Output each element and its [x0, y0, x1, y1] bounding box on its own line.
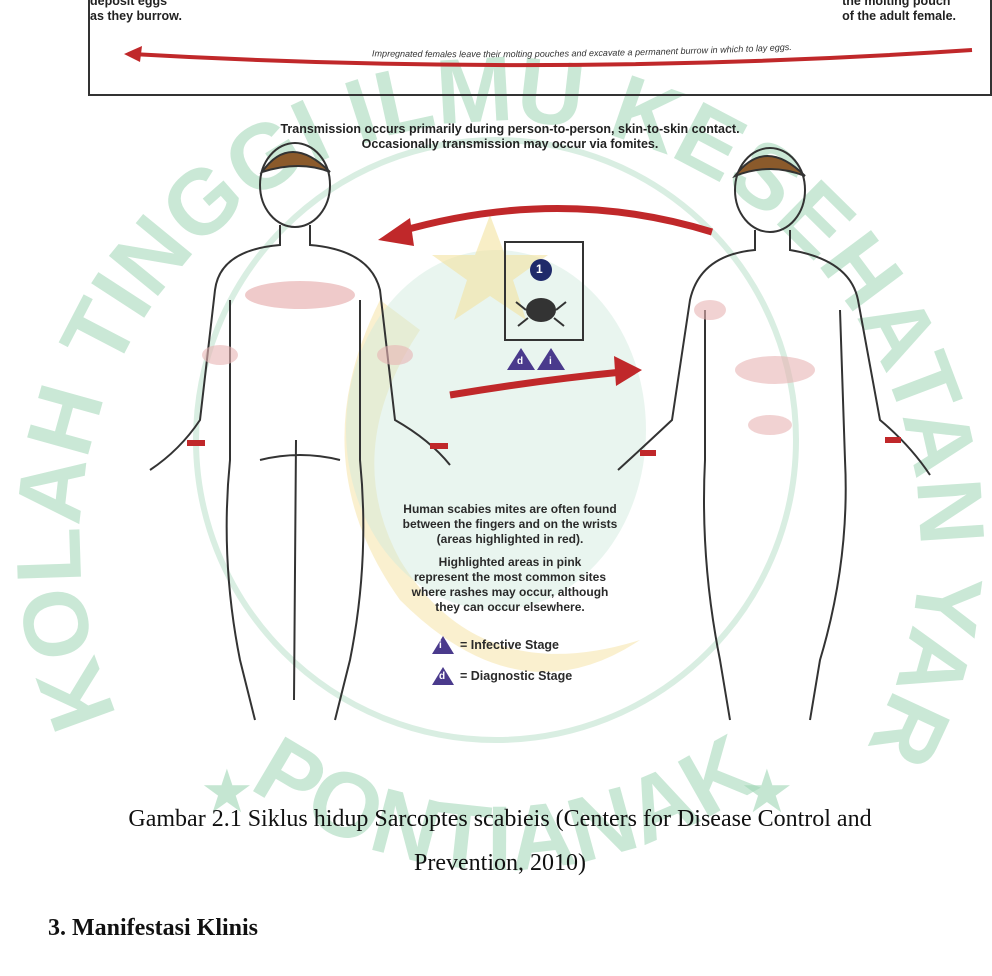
transmission-line2: Occasionally transmission may occur via … — [170, 137, 850, 152]
mite-icon — [516, 298, 566, 326]
rash-wrist-right-fig-right — [885, 437, 901, 443]
note-line: between the fingers and on the wrists — [360, 517, 660, 532]
arrow-transmission-left — [398, 209, 712, 233]
arrow-transmission-right — [450, 372, 622, 395]
note-line: they can occur elsewhere. — [360, 600, 660, 615]
legend-diagnostic-label: = Diagnostic Stage — [460, 669, 572, 683]
rash-left-elbow — [202, 345, 238, 365]
right-text-line2: of the adult female. — [842, 9, 956, 24]
note-line: Human scabies mites are often found — [360, 502, 660, 517]
note-line: (areas highlighted in red). — [360, 532, 660, 547]
arrow-head-top — [124, 46, 142, 62]
legend-diagnostic: d = Diagnostic Stage — [432, 667, 572, 685]
rash-right-groin — [748, 415, 792, 435]
arrow-head-left — [378, 218, 414, 246]
left-text-line1: deposit eggs — [90, 0, 182, 9]
infective-triangle-icon: i — [432, 636, 454, 654]
arrow-label-text: Impregnated females leave their molting … — [372, 42, 792, 59]
diagnostic-triangle-icon: d — [432, 667, 454, 685]
legend-infective: i = Infective Stage — [432, 636, 559, 654]
transmission-line1: Transmission occurs primarily during per… — [170, 122, 850, 137]
rash-wrist-left — [187, 440, 205, 446]
caption-line2: Prevention, 2010) — [60, 841, 940, 885]
pink-area-note: Highlighted areas in pink represent the … — [360, 555, 660, 615]
right-text-line1: the molting pouch — [842, 0, 956, 9]
stage-number: 1 — [536, 262, 543, 276]
note-line: Highlighted areas in pink — [360, 555, 660, 570]
caption-line1: Gambar 2.1 Siklus hidup Sarcoptes scabie… — [60, 797, 940, 841]
rash-wrist-right-fig-left — [640, 450, 656, 456]
rash-right-waist — [735, 356, 815, 384]
stage-diag-letter: d — [517, 356, 523, 367]
rash-right-armpit — [694, 300, 726, 320]
top-box-left-text: deposit eggs as they burrow. — [90, 0, 182, 24]
curved-arrow-top: Impregnated females leave their molting … — [102, 30, 982, 70]
legend-infective-label: = Infective Stage — [460, 638, 559, 652]
stage-inf-letter: i — [549, 356, 552, 367]
figure-caption: Gambar 2.1 Siklus hidup Sarcoptes scabie… — [60, 797, 940, 885]
top-box-right-text: the molting pouch of the adult female. — [842, 0, 956, 24]
transmission-text: Transmission occurs primarily during per… — [170, 122, 850, 152]
human-figure-right — [618, 148, 930, 720]
left-text-line2: as they burrow. — [90, 9, 182, 24]
lifecycle-top-box: deposit eggs as they burrow. the molting… — [88, 0, 992, 96]
scabies-location-note: Human scabies mites are often found betw… — [360, 502, 660, 547]
arrow-head-right — [614, 356, 642, 386]
rash-wrist-right — [430, 443, 448, 449]
note-line: where rashes may occur, although — [360, 585, 660, 600]
note-line: represent the most common sites — [360, 570, 660, 585]
rash-left-waist — [245, 281, 355, 309]
stage-box — [505, 242, 583, 340]
section-heading: 3. Manifestasi Klinis — [48, 915, 258, 942]
rash-right-elbow — [377, 345, 413, 365]
